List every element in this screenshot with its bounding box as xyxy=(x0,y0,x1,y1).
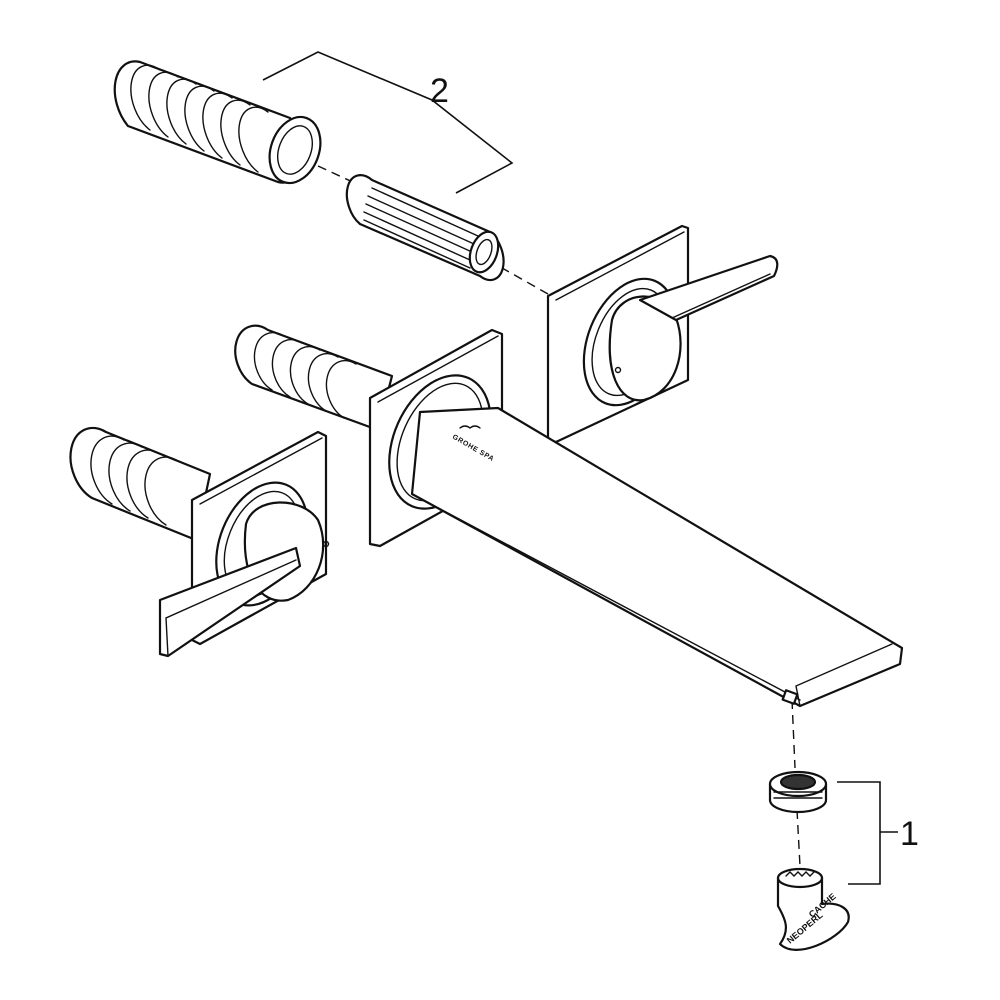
center-connector xyxy=(234,324,394,432)
callout-2-label: 2 xyxy=(430,72,449,110)
spout-body: GROHE SPA xyxy=(368,328,904,708)
extension-sleeve xyxy=(113,60,322,185)
right-handle-indicator-dot xyxy=(614,366,622,374)
aerator-key-tool: CACHE NEOPERL xyxy=(776,867,850,951)
aerator xyxy=(768,770,828,814)
callout-1-group: 1 xyxy=(837,781,919,885)
left-handle-indicator-dot xyxy=(322,540,330,548)
callout-2-group: 2 xyxy=(262,51,514,194)
left-ribbed-connector xyxy=(69,426,212,542)
brand-logo-icon xyxy=(459,425,481,429)
callout-1-label: 1 xyxy=(900,815,919,853)
extension-rod xyxy=(345,174,505,282)
left-handle-assembly xyxy=(158,430,330,658)
right-handle-assembly xyxy=(546,224,779,444)
